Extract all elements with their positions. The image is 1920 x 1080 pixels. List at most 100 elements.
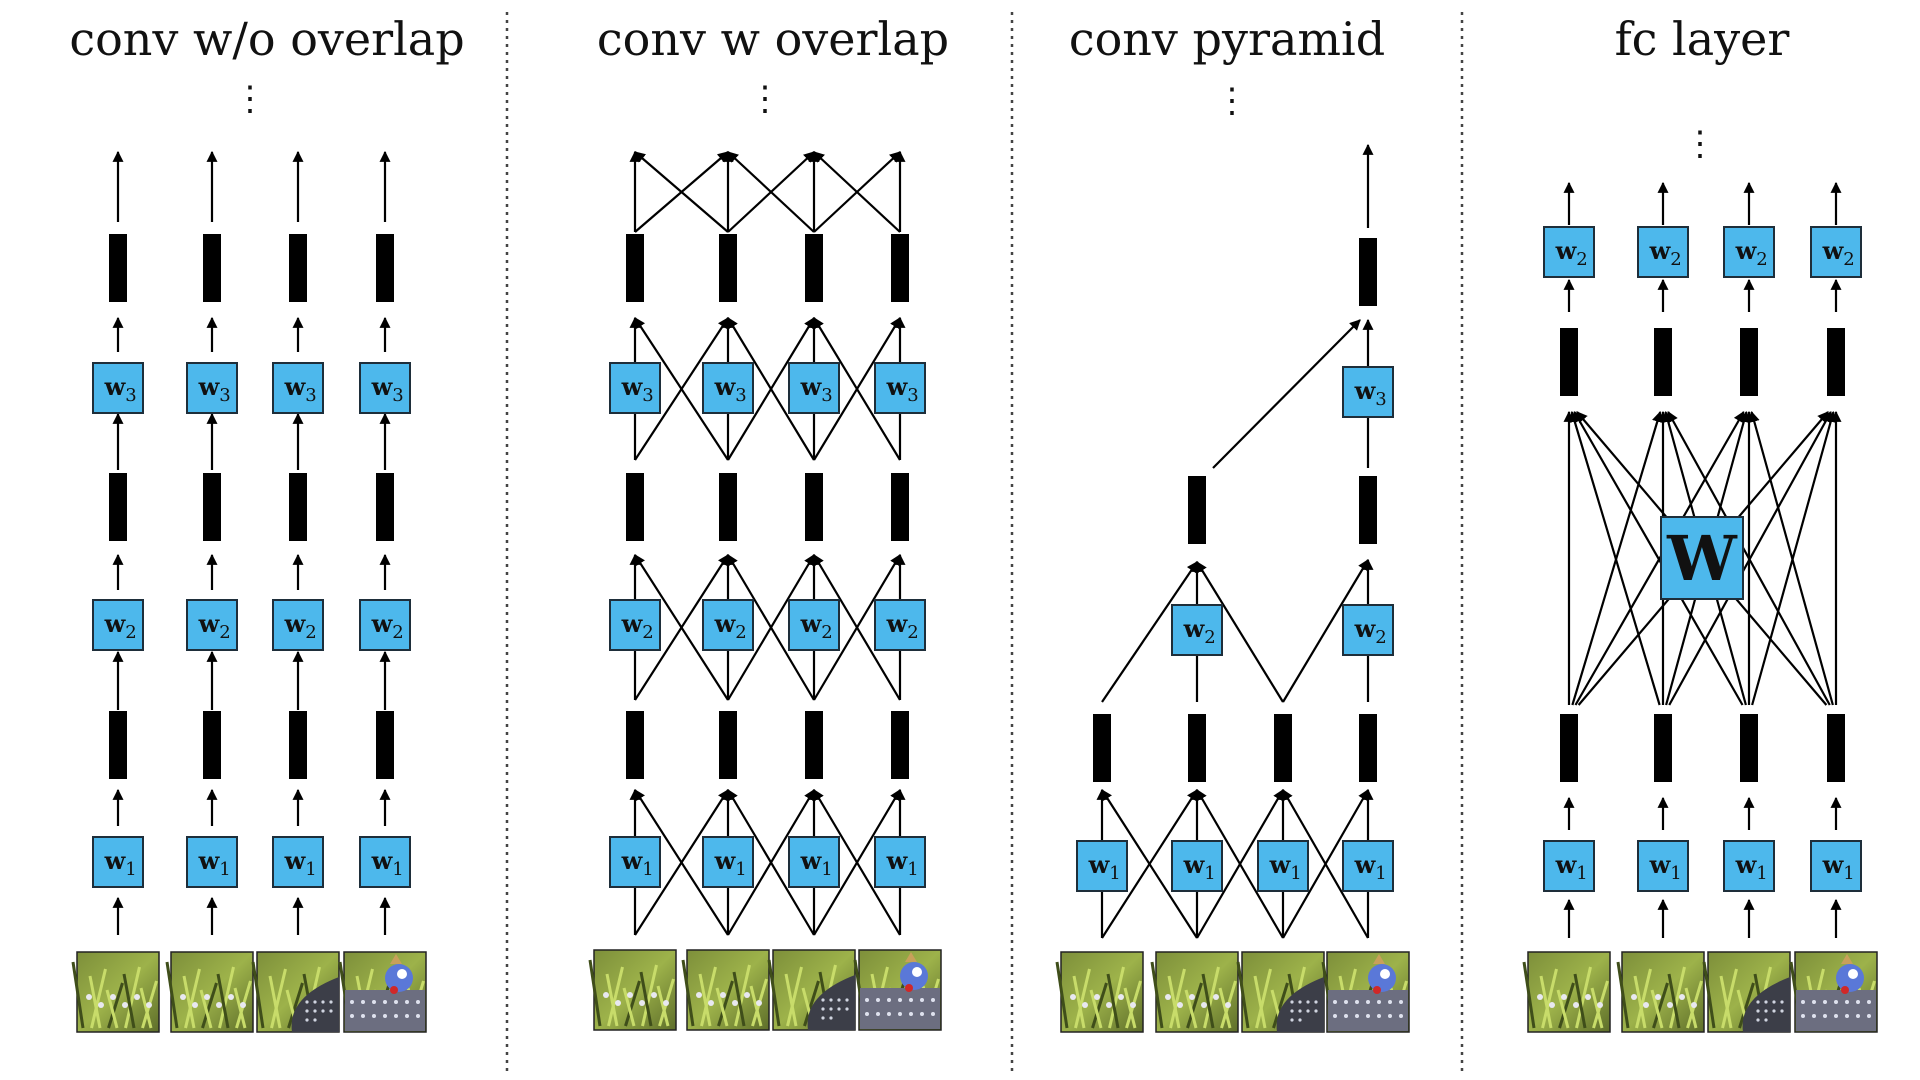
wing-spot (1780, 1009, 1784, 1013)
bird-wing (807, 975, 855, 1030)
wing-spot (821, 1007, 825, 1011)
body-spot (383, 1000, 387, 1004)
weight-subscript-w2: 2 (1843, 249, 1854, 270)
weight-label-w2: w (800, 609, 823, 638)
bird-body (1328, 990, 1408, 1031)
flower-dot (1201, 1002, 1207, 1008)
connection-arrow (634, 789, 729, 936)
body-spot (405, 1014, 409, 1018)
connection-arrow (1282, 559, 1369, 703)
grass-blade (717, 980, 734, 1027)
weight-label-w1: w (1354, 850, 1377, 879)
wing-spot (1764, 1000, 1768, 1004)
body-spot (1823, 1014, 1827, 1018)
weight-label-w2: w (714, 609, 737, 638)
weight-subscript-w2: 2 (1576, 249, 1587, 270)
grass-blade (732, 971, 746, 1027)
body-spot (1355, 1014, 1359, 1018)
feature-map (626, 473, 644, 541)
flower-dot (708, 1000, 714, 1006)
grass-blade (124, 966, 141, 1029)
weight-label-w1: w (714, 846, 737, 875)
flower-dot (86, 994, 92, 1000)
weight-subscript-w3: 3 (392, 385, 403, 406)
weight-subscript-w1: 1 (907, 859, 918, 880)
grass-blade (1539, 975, 1553, 1029)
grass-blade (1669, 966, 1686, 1029)
wing-spot (1306, 1009, 1310, 1013)
weight-box-w1 (359, 836, 411, 888)
grass-blade (605, 973, 619, 1027)
body-spot (416, 1014, 420, 1018)
grass-blade (607, 966, 624, 1027)
grass-blade (199, 989, 213, 1029)
weight-box-w1 (788, 836, 840, 888)
grass-blade (201, 982, 218, 1029)
feature-map (626, 711, 644, 779)
feature-map (1827, 714, 1845, 782)
weight-subscript-w2: 2 (125, 622, 136, 643)
wing-spot (1756, 1018, 1760, 1022)
bird-eye-patch (1380, 969, 1390, 979)
body-spot (920, 998, 924, 1002)
guineafowl-head-patch (1789, 951, 1878, 1033)
grass-blade (1253, 975, 1267, 1029)
connection-arrow (813, 554, 901, 701)
weight-box-w3 (874, 362, 926, 414)
weight-subscript-w3: 3 (125, 385, 136, 406)
grass-blade (1556, 989, 1570, 1029)
flower-dot (1177, 1002, 1183, 1008)
weight-box-w1 (186, 836, 238, 888)
grass-blade (698, 973, 712, 1027)
grass-blade (1089, 989, 1103, 1029)
connection-arrow (813, 317, 901, 461)
body-spot (1333, 1000, 1337, 1004)
grass-blade (1558, 982, 1575, 1029)
flower-dot (732, 1000, 738, 1006)
flower-dot (1643, 1002, 1649, 1008)
weight-label-w2: w (1354, 614, 1377, 643)
weight-box-w3 (186, 362, 238, 414)
wing-spot (1764, 1009, 1768, 1013)
body-spot (876, 998, 880, 1002)
weight-subscript-w2: 2 (1670, 249, 1681, 270)
weight-subscript-w1: 1 (305, 859, 316, 880)
weight-label-w1: w (284, 846, 307, 875)
grass-blade (233, 987, 247, 1029)
weight-box-w2 (609, 599, 661, 651)
weight-label-w3: w (714, 372, 737, 401)
grass-blade (1203, 966, 1220, 1029)
grass-patch (1616, 951, 1705, 1033)
bird-wattle (390, 986, 398, 994)
body-spot (416, 1000, 420, 1004)
grass-blade (71, 961, 85, 1029)
feature-map (1359, 238, 1377, 306)
connection-arrow (1212, 319, 1361, 469)
body-spot (383, 1014, 387, 1018)
flower-dot (146, 1002, 152, 1008)
weight-box-w2 (1637, 226, 1689, 278)
weight-box-w1 (1076, 840, 1128, 892)
grass-blade (88, 975, 102, 1029)
weight-box-w3 (702, 362, 754, 414)
grass-blade (1633, 975, 1647, 1029)
flower-dot (1537, 994, 1543, 1000)
patch-background (1155, 951, 1239, 1033)
body-spot (394, 1014, 398, 1018)
grass-blade (1522, 961, 1536, 1029)
weight-box-w1 (1171, 840, 1223, 892)
flower-dot (1667, 1002, 1673, 1008)
grass-patch (681, 949, 770, 1031)
weight-subscript-w2: 2 (392, 622, 403, 643)
grass-blade (749, 985, 763, 1027)
wing-spot (1290, 1000, 1294, 1004)
weight-subscript-w1: 1 (821, 859, 832, 880)
flower-dot (1225, 1002, 1231, 1008)
body-spot (1812, 1014, 1816, 1018)
weight-subscript-w2: 2 (907, 622, 918, 643)
flower-dot (180, 994, 186, 1000)
flower-dot (204, 994, 210, 1000)
body-spot (1834, 1000, 1838, 1004)
flower-dot (603, 992, 609, 998)
